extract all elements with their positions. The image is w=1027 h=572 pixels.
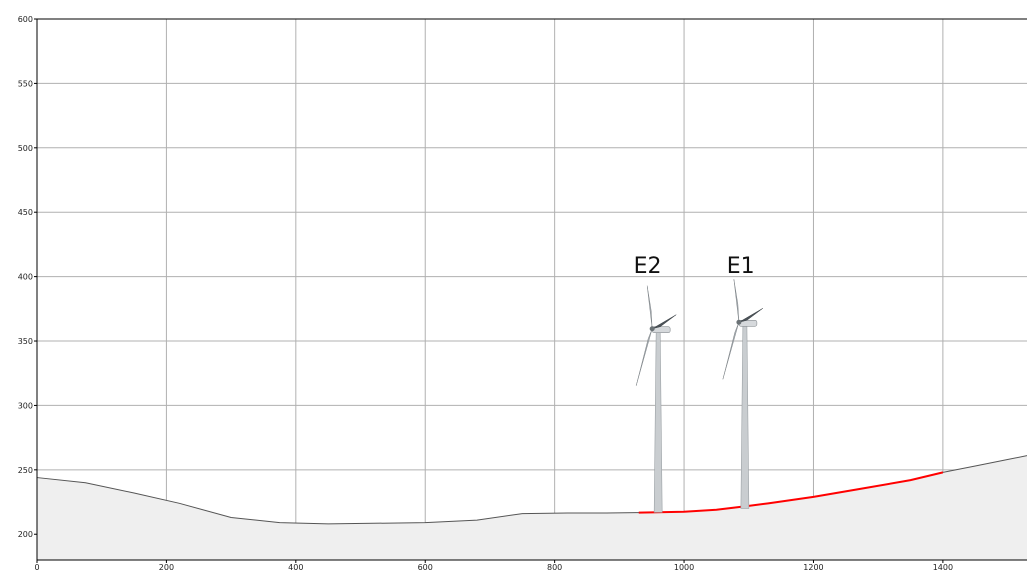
turbine-label: E2 — [634, 254, 662, 279]
x-tick-label: 1400 — [933, 563, 953, 572]
y-tick-label: 500 — [18, 144, 33, 153]
turbine-blade — [652, 314, 677, 329]
y-tick-label: 200 — [18, 530, 33, 539]
x-tick-label: 0 — [34, 563, 39, 572]
axes: 0 200 400 600 800 1000 1200 1400 200 250 300 350 400… — [18, 15, 1027, 572]
turbine-blade — [738, 308, 764, 323]
x-tick-label: 200 — [159, 563, 174, 572]
y-tick-label: 300 — [18, 401, 33, 410]
x-tick-label: 1000 — [674, 563, 694, 572]
wind-turbine-icon — [722, 279, 764, 509]
y-tick-label: 400 — [18, 273, 33, 282]
terrain-fill — [37, 455, 1027, 560]
turbine-labels: E2 E1 — [634, 254, 755, 279]
x-tick-label: 800 — [547, 563, 562, 572]
turbine-label: E1 — [727, 254, 755, 279]
x-tick-label: 600 — [418, 563, 433, 572]
plot-background — [37, 19, 1027, 560]
wind-turbine-icon — [635, 285, 677, 513]
turbine-blade — [733, 279, 740, 323]
terrain-area — [36, 455, 1027, 560]
x-tick-label: 1200 — [803, 563, 823, 572]
grid — [36, 18, 1027, 560]
y-tick-label: 450 — [18, 208, 33, 217]
turbines — [635, 279, 764, 513]
turbine-blade — [635, 328, 653, 386]
y-tick-label: 350 — [18, 337, 33, 346]
turbine-blade — [722, 322, 740, 380]
turbine-blade — [646, 285, 653, 329]
x-tick-label: 400 — [288, 563, 303, 572]
y-tick-label: 250 — [18, 466, 33, 475]
y-tick-label: 600 — [18, 15, 33, 24]
y-tick-label: 550 — [18, 79, 33, 88]
turbine-hub — [649, 326, 655, 332]
highlight-line — [638, 471, 944, 514]
turbine-hub — [736, 319, 742, 325]
